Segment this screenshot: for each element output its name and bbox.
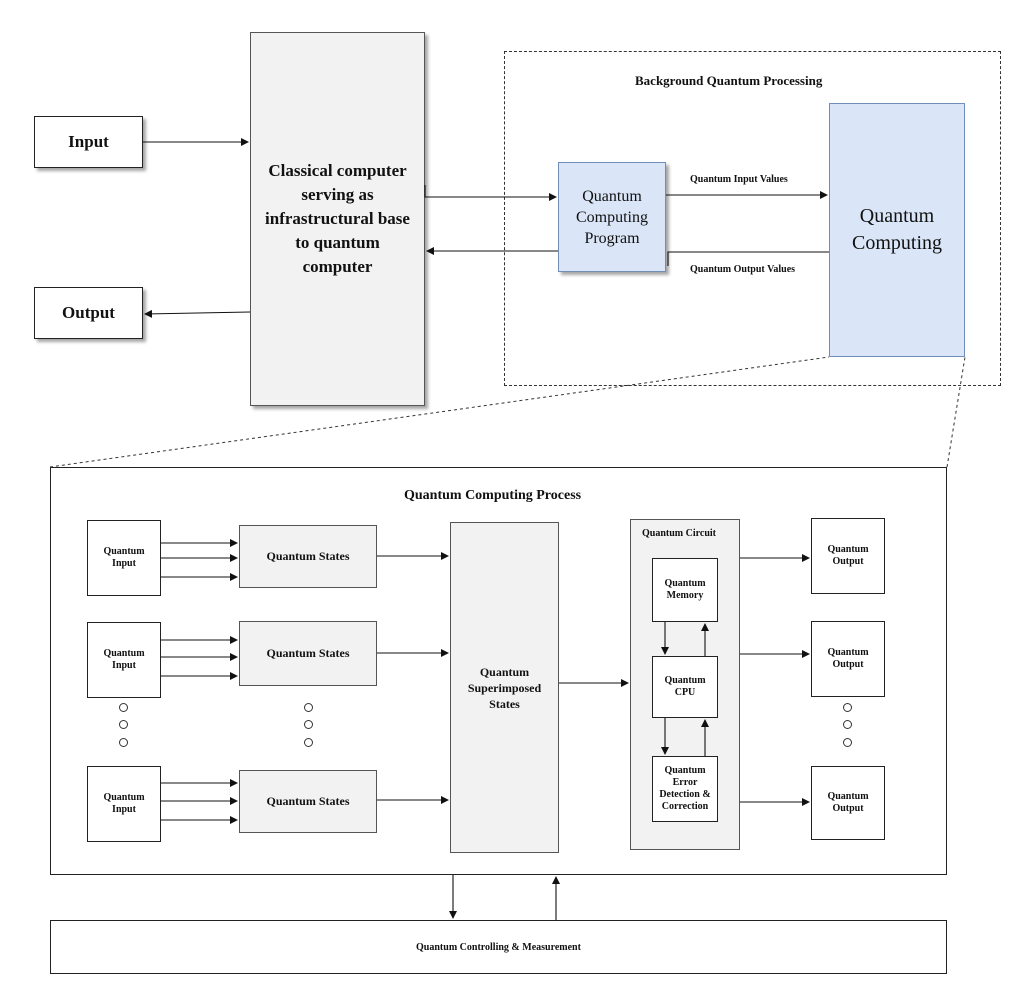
quantum-computing-program-box: Quantum Computing Program [558, 162, 666, 272]
classical-computer-box: Classical computer serving as infrastruc… [250, 32, 425, 406]
quantum-controlling-label: Quantum Controlling & Measurement [416, 941, 581, 953]
ellipsis-dot [843, 720, 852, 729]
quantum-computing-box: Quantum Computing [829, 103, 965, 357]
quantum-output-box: Quantum Output [811, 621, 885, 697]
output-label: Output [62, 303, 115, 322]
ellipsis-dot [119, 720, 128, 729]
quantum-output-label: Quantum Output [827, 544, 869, 567]
input-label: Input [68, 132, 109, 151]
ellipsis-dot [119, 703, 128, 712]
quantum-output-label: Quantum Output [827, 647, 869, 670]
input-box: Input [34, 116, 143, 168]
process-title: Quantum Computing Process [404, 488, 582, 503]
quantum-states-label: Quantum States [266, 794, 350, 808]
quantum-memory-box: Quantum Memory [652, 558, 718, 622]
quantum-input-box: Quantum Input [87, 622, 161, 698]
ellipsis-dot [843, 703, 852, 712]
ellipsis-dot [304, 720, 313, 729]
background-processing-title: Background Quantum Processing [635, 73, 823, 88]
quantum-cpu-label: Quantum CPU [664, 675, 706, 698]
quantum-input-box: Quantum Input [87, 520, 161, 596]
quantum-computing-label: Quantum Computing [851, 205, 942, 254]
quantum-output-label: Quantum Output [827, 791, 869, 814]
quantum-states-label: Quantum States [266, 646, 350, 660]
quantum-output-box: Quantum Output [811, 518, 885, 594]
quantum-controlling-box: Quantum Controlling & Measurement [50, 920, 947, 974]
quantum-input-label: Quantum Input [103, 546, 145, 569]
quantum-computing-program-label: Quantum Computing Program [575, 187, 648, 247]
arrow-classical-to-output [144, 309, 251, 318]
quantum-output-box: Quantum Output [811, 766, 885, 840]
output-box: Output [34, 287, 143, 339]
quantum-memory-label: Quantum Memory [664, 578, 706, 601]
quantum-input-label: Quantum Input [103, 648, 145, 671]
quantum-states-box: Quantum States [239, 770, 377, 833]
quantum-error-box: Quantum Error Detection & Correction [652, 756, 718, 822]
quantum-states-box: Quantum States [239, 525, 377, 588]
quantum-cpu-box: Quantum CPU [652, 656, 718, 718]
ellipsis-dot [304, 738, 313, 747]
quantum-input-box: Quantum Input [87, 766, 161, 842]
classical-computer-label: Classical computer serving as infrastruc… [265, 161, 410, 276]
quantum-input-label: Quantum Input [103, 792, 145, 815]
ellipsis-dot [843, 738, 852, 747]
quantum-states-label: Quantum States [266, 549, 350, 563]
quantum-input-values-label: Quantum Input Values [690, 174, 788, 185]
quantum-circuit-title: Quantum Circuit [642, 528, 716, 539]
quantum-states-box: Quantum States [239, 621, 377, 686]
superimposed-states-box: Quantum Superimposed States [450, 522, 559, 853]
ellipsis-dot [119, 738, 128, 747]
quantum-output-values-label: Quantum Output Values [690, 264, 796, 275]
superimposed-states-label: Quantum Superimposed States [467, 664, 542, 711]
quantum-error-label: Quantum Error Detection & Correction [659, 765, 711, 812]
ellipsis-dot [304, 703, 313, 712]
